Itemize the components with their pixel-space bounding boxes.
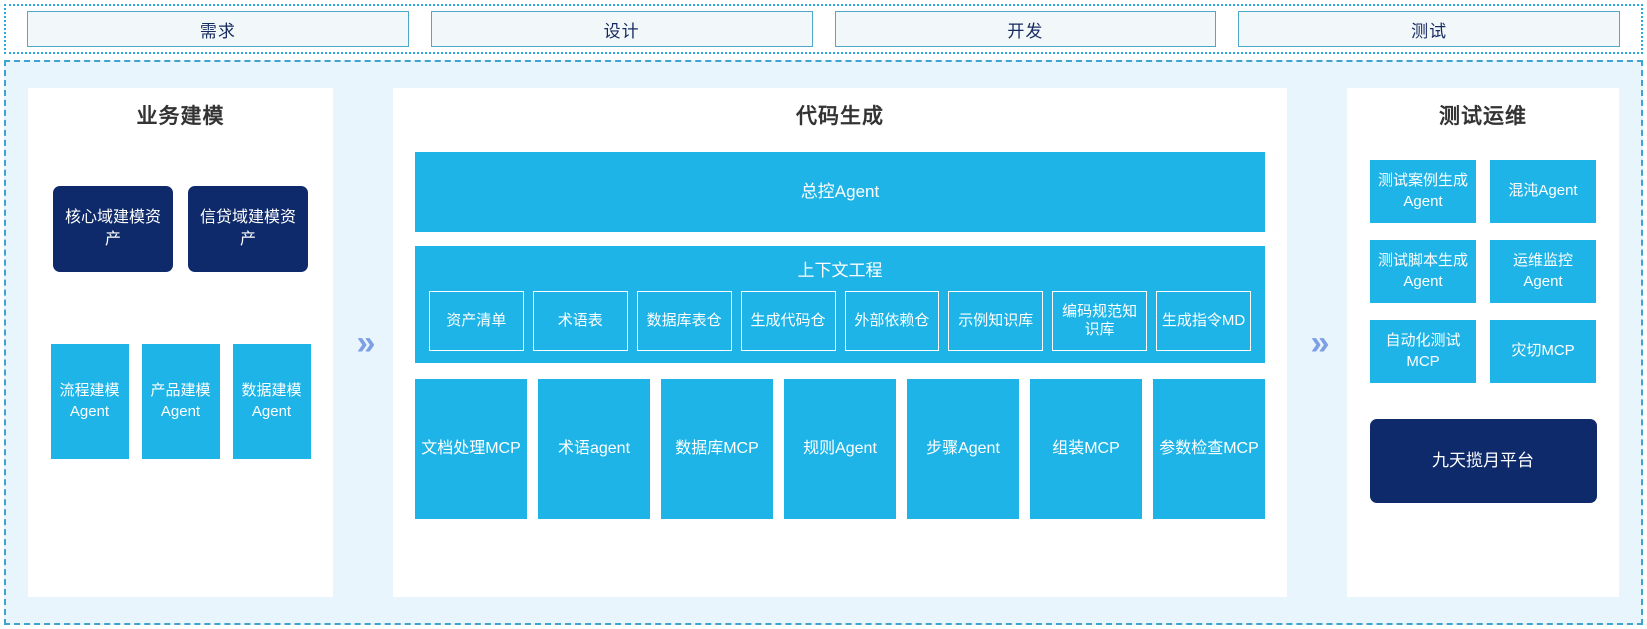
testops-card-test-case-generation-agent[interactable]: 测试案例生成Agent [1370,160,1476,223]
context-item-db-table-repo[interactable]: 数据库表仓 [636,291,732,351]
context-item-generated-code-repo[interactable]: 生成代码仓 [740,291,836,351]
code-generation-content: 总控Agent 上下文工程 资产清单 术语表 数据库表仓 生成代码仓 外部依赖仓… [393,152,1287,519]
context-item-generation-instruction-md[interactable]: 生成指令MD [1156,291,1251,351]
testops-card-chaos-agent[interactable]: 混沌Agent [1490,160,1596,223]
master-agent-bar[interactable]: 总控Agent [415,152,1265,232]
chevron-right-icon-center-to-right: » [1287,88,1347,597]
chevron-glyph: » [356,323,376,362]
context-item-coding-standard-knowledge-base[interactable]: 编码规范知识库 [1052,291,1148,351]
tool-card-rule-agent[interactable]: 规则Agent [784,379,896,519]
panel-test-operations: 测试运维 测试案例生成Agent 混沌Agent 测试脚本生成Agent 运维监… [1347,88,1619,597]
tool-card-step-agent[interactable]: 步骤Agent [907,379,1019,519]
testops-card-test-script-generation-agent[interactable]: 测试脚本生成Agent [1370,240,1476,303]
panel-business-modeling: 业务建模 核心域建模资产 信贷域建模资产 流程建模Agent 产品建模Agent… [28,88,333,597]
agent-card-process-modeling[interactable]: 流程建模Agent [50,344,129,459]
stage-box-development[interactable]: 开发 [834,11,1217,47]
context-item-glossary[interactable]: 术语表 [532,291,628,351]
context-engineering-title: 上下文工程 [797,261,883,280]
platform-card-jiutian-lanyue[interactable]: 九天揽月平台 [1369,419,1597,503]
testops-card-disaster-switch-mcp[interactable]: 灾切MCP [1490,320,1596,383]
context-item-example-knowledge-base[interactable]: 示例知识库 [948,291,1044,351]
business-agents-row: 流程建模Agent 产品建模Agent 数据建模Agent [50,344,311,459]
panel-code-generation: 代码生成 总控Agent 上下文工程 资产清单 术语表 数据库表仓 生成代码仓 … [393,88,1287,597]
chevron-glyph: » [1310,323,1330,362]
panels-row: 业务建模 核心域建模资产 信贷域建模资产 流程建模Agent 产品建模Agent… [6,62,1641,623]
chevron-right-icon-left-to-center: » [333,88,393,597]
stage-strip: 需求 设计 开发 测试 [4,4,1643,54]
testops-card-ops-monitoring-agent[interactable]: 运维监控Agent [1490,240,1596,303]
tool-card-assembly-mcp[interactable]: 组装MCP [1030,379,1142,519]
asset-card-core-domain[interactable]: 核心域建模资产 [53,186,173,272]
context-item-asset-inventory[interactable]: 资产清单 [429,291,524,351]
tool-card-document-processing-mcp[interactable]: 文档处理MCP [415,379,527,519]
stage-box-design[interactable]: 设计 [430,11,813,47]
panel-title-test-operations: 测试运维 [1439,105,1527,128]
context-engineering-block: 上下文工程 资产清单 术语表 数据库表仓 生成代码仓 外部依赖仓 示例知识库 编… [415,246,1265,363]
architecture-body: 业务建模 核心域建模资产 信贷域建模资产 流程建模Agent 产品建模Agent… [4,60,1643,625]
tool-card-parameter-check-mcp[interactable]: 参数检查MCP [1153,379,1265,519]
test-ops-card-grid: 测试案例生成Agent 混沌Agent 测试脚本生成Agent 运维监控Agen… [1370,160,1596,383]
tools-row: 文档处理MCP 术语agent 数据库MCP 规则Agent 步骤Agent 组… [415,379,1265,519]
agent-card-product-modeling[interactable]: 产品建模Agent [141,344,220,459]
context-items-row: 资产清单 术语表 数据库表仓 生成代码仓 外部依赖仓 示例知识库 编码规范知识库… [415,291,1265,351]
context-item-external-dependency-repo[interactable]: 外部依赖仓 [844,291,940,351]
tool-card-glossary-agent[interactable]: 术语agent [538,379,650,519]
panel-title-code-generation: 代码生成 [796,105,884,128]
asset-card-credit-domain[interactable]: 信贷域建模资产 [188,186,308,272]
tool-card-database-mcp[interactable]: 数据库MCP [661,379,773,519]
testops-card-automated-test-mcp[interactable]: 自动化测试MCP [1370,320,1476,383]
stage-box-testing[interactable]: 测试 [1238,11,1620,47]
stage-box-requirements[interactable]: 需求 [27,11,409,47]
business-assets-row: 核心域建模资产 信贷域建模资产 [53,186,308,272]
agent-card-data-modeling[interactable]: 数据建模Agent [232,344,311,459]
panel-title-business-modeling: 业务建模 [136,105,225,128]
